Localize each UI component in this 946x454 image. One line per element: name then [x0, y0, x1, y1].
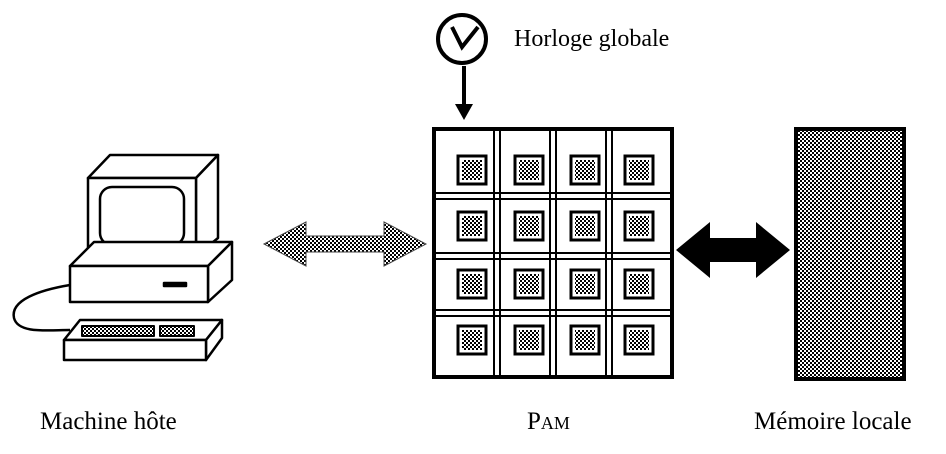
pam-cell-core	[575, 274, 595, 294]
memory-block	[794, 127, 906, 381]
pam-interconnect	[436, 131, 670, 375]
host-label: Machine hôte	[40, 408, 177, 435]
clock-label: Horloge globale	[514, 26, 670, 52]
pam-cell-core	[462, 160, 482, 180]
pam-cell-core	[462, 274, 482, 294]
memory-label: Mémoire locale	[754, 408, 912, 435]
host-pam-arrow	[262, 221, 428, 267]
clock-arrow	[455, 66, 473, 120]
pam-memory-arrow	[676, 222, 790, 278]
pam-label: Pam	[527, 408, 570, 435]
pam-cell-core	[519, 330, 539, 350]
pam-cell-core	[462, 216, 482, 236]
clock-icon	[436, 13, 488, 65]
keyboard-icon	[62, 318, 224, 362]
pam-cell-core	[462, 330, 482, 350]
pam-cell-core	[575, 330, 595, 350]
pam-cell-core	[629, 160, 649, 180]
pam-cell-core	[629, 274, 649, 294]
pam-cells	[456, 154, 655, 356]
pam-cell-core	[629, 216, 649, 236]
pam-cell-core	[519, 160, 539, 180]
pam-cell-core	[575, 216, 595, 236]
pam-cell-core	[629, 330, 649, 350]
pam-cell-core	[519, 274, 539, 294]
pam-cell-core	[519, 216, 539, 236]
computer-icon	[12, 153, 234, 332]
pam-cell-core	[575, 160, 595, 180]
pam-board	[432, 127, 674, 379]
